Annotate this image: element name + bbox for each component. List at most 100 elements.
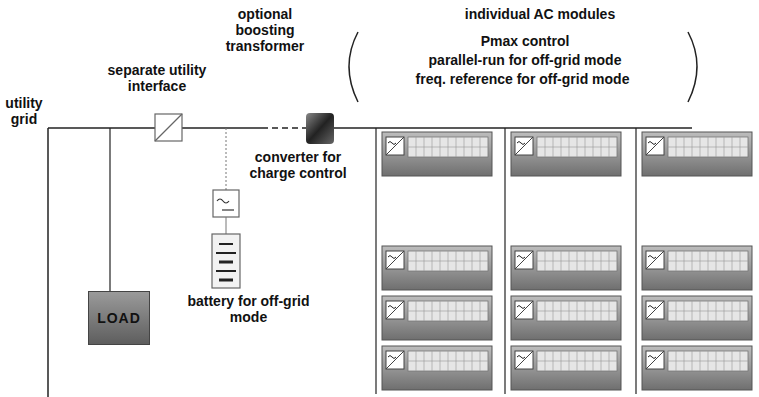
pv-panel [408,137,488,157]
pv-cell-line [408,311,488,312]
inverter-icon [646,251,664,269]
converter-symbol [222,209,234,210]
battery-cell [216,252,236,254]
modules-heading: individual AC modules [420,6,660,22]
inverter-icon [386,251,404,269]
module-feature: freq. reference for off-grid mode [360,71,685,87]
inverter-icon [515,351,533,369]
pv-panel [668,251,748,271]
bracket [688,32,697,102]
pv-cell-line [668,261,748,262]
inverter-icon [388,356,396,359]
pv-panel [668,137,748,157]
pv-panel [537,251,617,271]
inverter-icon [388,256,396,259]
grid-line [47,128,49,397]
pv-panel [537,351,617,371]
module-wire [375,128,376,394]
ac-module [642,246,752,290]
ac-module [382,132,492,176]
interface-symbol [155,114,182,141]
pv-cell-line [408,261,488,262]
pv-cell-line [668,147,748,148]
pv-cell-line [668,311,748,312]
converter-symbol [217,199,229,203]
transformer-symbol [306,113,334,144]
inverter-icon [388,306,396,309]
inverter-icon [515,351,533,369]
battery-cell [216,270,236,272]
inverter-icon [386,137,404,155]
inverter-icon [386,301,404,319]
inverter-icon [646,301,664,319]
inverter-icon [515,137,533,155]
inverter-icon [386,351,404,369]
battery-cell [219,243,233,245]
module-feature: parallel-run for off-grid mode [370,52,680,68]
ac-modules [382,132,752,390]
module-wire [635,128,636,394]
pv-cell-line [537,361,617,362]
inverter-icon [646,351,664,369]
module-wire [504,128,505,394]
ac-module [642,296,752,340]
inverter-icon [648,306,656,309]
transformer-label: optional boosting transformer [215,6,315,54]
pv-cell-line [537,261,617,262]
pv-cell-line [408,147,488,148]
battery-wire [226,217,227,234]
load-box: LOAD [88,291,150,345]
pv-panel [668,351,748,371]
ac-module [642,346,752,390]
bracket [349,32,358,102]
pv-cell-line [537,147,617,148]
inverter-icon [648,256,656,259]
module-feature: Pmax control [380,33,670,49]
inverter-icon [388,142,396,145]
inverter-icon [515,251,533,269]
inverter-icon [517,306,525,309]
ac-module [511,246,621,290]
ac-module [382,246,492,290]
interface-symbol [155,114,182,141]
inverter-icon [386,351,404,369]
pv-cell-line [537,311,617,312]
inverter-icon [646,301,664,319]
inverter-icon [646,251,664,269]
inverter-icon [646,137,664,155]
pv-panel [537,137,617,157]
inverter-icon [515,301,533,319]
inverter-icon [517,256,525,259]
ac-module [511,296,621,340]
battery-cell [219,279,233,282]
pv-panel [537,301,617,321]
inverter-icon [646,137,664,155]
ac-module [511,132,621,176]
inverter-icon [386,251,404,269]
inverter-icon [648,356,656,359]
load-text: LOAD [97,310,141,326]
ac-module [382,296,492,340]
pv-cell-line [668,361,748,362]
interface-label: separate utility interface [92,62,222,94]
load-wire [109,128,110,291]
inverter-icon [386,137,404,155]
pv-panel [408,301,488,321]
inverter-icon [515,251,533,269]
inverter-icon [515,301,533,319]
ac-module [382,346,492,390]
bus-line [303,127,692,129]
bus-dashed [262,127,303,129]
battery-symbol [212,234,240,288]
converter-symbol [213,190,239,217]
pv-panel [668,301,748,321]
ac-module [642,132,752,176]
ac-module [511,346,621,390]
converter-wire [226,128,227,190]
inverter-icon [515,137,533,155]
grid-label: utility grid [0,95,48,127]
battery-label: battery for off-grid mode [186,293,311,325]
inverter-icon [648,142,656,145]
inverter-icon [646,351,664,369]
